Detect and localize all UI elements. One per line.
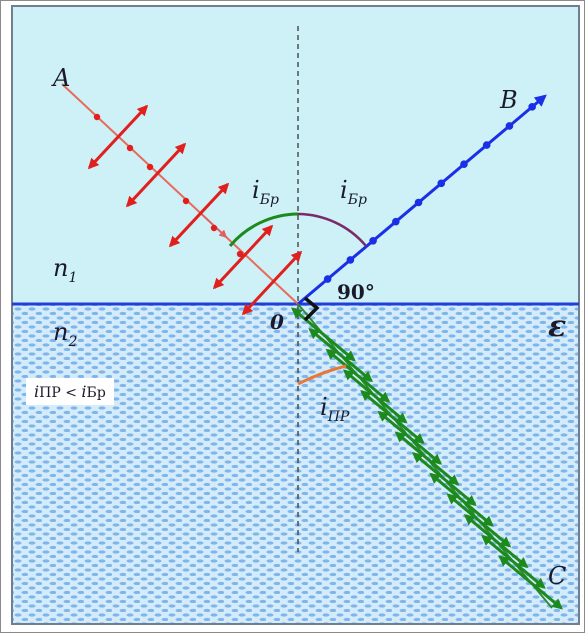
angle-relation-note: iПР < iБр xyxy=(26,378,114,405)
n2-letter: n xyxy=(53,318,69,346)
label-right-angle: 90° xyxy=(337,280,375,304)
i-pr-letter: i xyxy=(320,393,328,421)
reflected-dots xyxy=(323,103,536,283)
incident-dot xyxy=(210,224,218,232)
reflected-dot xyxy=(346,256,355,264)
reflected-ray xyxy=(297,94,547,306)
reflected-dot xyxy=(528,103,536,111)
label-i-br-reflected: iБр xyxy=(340,178,367,207)
relation-operator: < xyxy=(60,385,82,401)
label-epsilon: ε xyxy=(548,309,567,344)
i-pr-subscript: ПР xyxy=(327,408,350,425)
relation-right-i: i xyxy=(81,382,87,401)
incident-dot xyxy=(182,197,190,205)
inner-frame xyxy=(11,5,580,625)
label-B: B xyxy=(500,86,518,114)
label-i-pr: iПР xyxy=(320,395,349,424)
right-angle-mark xyxy=(303,296,320,322)
medium-2 xyxy=(12,305,579,624)
incident-polarization-arrow xyxy=(168,182,230,248)
reflected-dot xyxy=(460,160,468,169)
i-br-reflected-letter: i xyxy=(340,176,348,204)
reflected-dot xyxy=(482,141,491,149)
reflected-dot xyxy=(437,179,446,188)
n2-subscript: 2 xyxy=(68,333,78,350)
relation-left-sub: ПР xyxy=(39,385,61,401)
relation-right-sub: Бр xyxy=(86,385,106,401)
n1-letter: n xyxy=(53,254,69,282)
label-origin: 0 xyxy=(270,310,284,334)
refracted-polarization-arrows xyxy=(291,307,564,610)
i-br-incident-letter: i xyxy=(252,176,260,204)
incidence-angle-arc xyxy=(228,212,299,247)
incident-polarization-arrow xyxy=(241,250,303,316)
refraction-angle-arc xyxy=(297,364,347,386)
label-C: C xyxy=(548,562,567,590)
incident-dot xyxy=(146,163,154,171)
n1-subscript: 1 xyxy=(68,269,78,286)
label-n2: n2 xyxy=(53,320,77,349)
label-A: A xyxy=(53,64,71,92)
reflected-dot xyxy=(323,275,332,283)
reflected-dot xyxy=(414,198,423,207)
reflection-angle-arc xyxy=(297,212,367,247)
label-i-br-incident: iБр xyxy=(252,178,279,207)
incident-dot xyxy=(93,113,101,121)
i-br-incident-subscript: Бр xyxy=(259,191,279,208)
incident-polarization-arrow xyxy=(87,104,149,170)
i-br-reflected-subscript: Бр xyxy=(347,191,367,208)
reflected-dot xyxy=(392,217,400,226)
relation-left-i: i xyxy=(34,382,40,401)
reflected-dot xyxy=(505,122,514,130)
incident-polarization-arrow xyxy=(125,142,187,208)
reflected-dot xyxy=(369,236,377,245)
incident-polarization-arrows xyxy=(87,104,303,316)
incident-dot xyxy=(126,144,134,152)
label-n1: n1 xyxy=(53,256,77,285)
refracted-polarization-arrow xyxy=(498,555,564,610)
